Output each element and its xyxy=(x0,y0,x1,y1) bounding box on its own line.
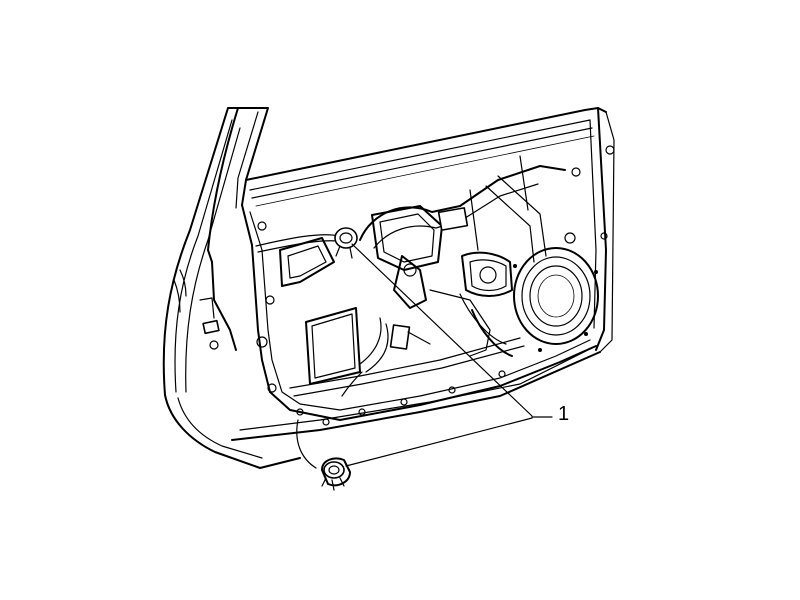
inner-door-panel xyxy=(241,145,615,426)
callout-leader-lines xyxy=(345,243,553,467)
door-trim-clip-part xyxy=(296,419,351,491)
callout-number-1: 1 xyxy=(558,403,570,425)
door-frame xyxy=(162,107,615,469)
installed-clip xyxy=(334,227,358,259)
